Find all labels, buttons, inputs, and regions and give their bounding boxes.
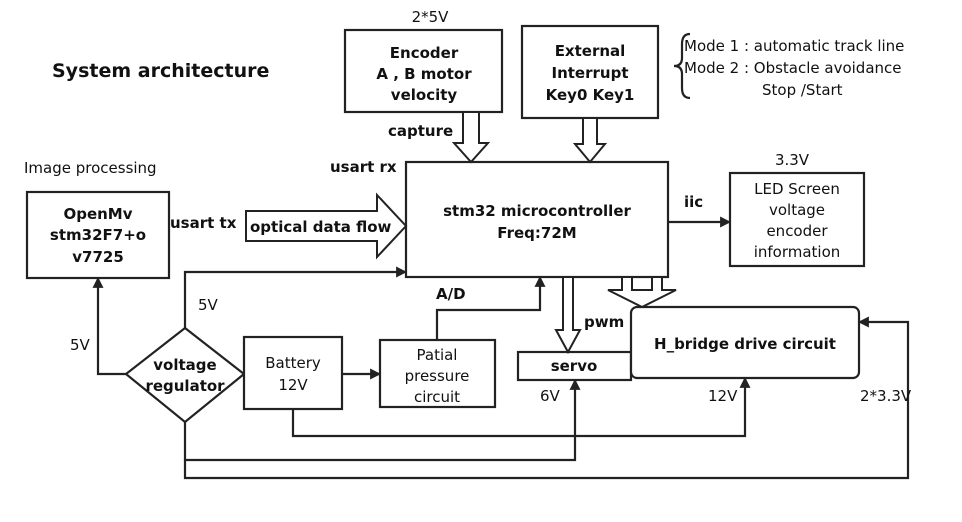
interrupt-line-2: Interrupt — [552, 64, 629, 82]
servo-node: servo — [516, 350, 633, 382]
openmv-line-3: v7725 — [72, 248, 124, 266]
mode-1-text: Mode 1 : automatic track line — [684, 37, 904, 55]
pressure-line-3: circuit — [414, 388, 460, 406]
mcu-to-hbridge-arrow — [607, 276, 677, 309]
regulator-to-hbridge-connector — [183, 316, 910, 480]
mcu-line-1: stm32 microcontroller — [443, 202, 631, 220]
pressure-line-1: Patial — [417, 346, 458, 364]
interrupt-arrow — [572, 117, 608, 164]
5v-left-label: 5V — [70, 336, 91, 354]
encoder-line-1: Encoder — [390, 44, 459, 62]
regulator-to-servo-connector — [183, 378, 581, 462]
led-screen-node: LED Screen voltage encoder information — [728, 171, 866, 268]
interrupt-line-1: External — [555, 42, 626, 60]
usart-rx-label: usart rx — [330, 158, 397, 176]
pwm-arrow — [554, 276, 582, 355]
voltage-regulator-node: voltage regulator — [124, 326, 246, 424]
regulator-to-mcu-connector — [183, 266, 408, 328]
capture-label: capture — [388, 122, 453, 140]
mode-brace — [673, 32, 691, 100]
regulator-to-openmv-connector — [92, 276, 126, 376]
interrupt-line-3: Key0 Key1 — [546, 86, 635, 104]
optical-data-flow-label: optical data flow — [250, 218, 392, 236]
encoder-line-2: A , B motor — [376, 65, 472, 83]
battery-to-hbridge-connector — [291, 376, 751, 438]
hbridge-label: H_bridge drive circuit — [654, 335, 836, 353]
stop-start-text: Stop /Start — [762, 81, 843, 99]
pressure-ad-connector — [435, 275, 546, 340]
regulator-line-2: regulator — [145, 377, 225, 395]
optical-data-flow-arrow — [245, 192, 408, 260]
pressure-line-2: pressure — [405, 367, 470, 385]
encoder-voltage-label: 2*5V — [412, 8, 450, 26]
mode-2-text: Mode 2 : Obstacle avoidance — [684, 59, 902, 77]
mcu-line-2: Freq:72M — [497, 224, 576, 242]
openmv-node: OpenMv stm32F7+o v7725 — [25, 190, 171, 280]
external-interrupt-node: External Interrupt Key0 Key1 — [520, 24, 660, 120]
image-processing-label: Image processing — [24, 159, 157, 177]
12v-label: 12V — [708, 387, 738, 405]
openmv-line-2: stm32F7+o — [50, 226, 146, 244]
battery-line-1: Battery — [265, 354, 321, 372]
regulator-line-1: voltage — [153, 356, 216, 374]
mcu-node: stm32 microcontroller Freq:72M — [404, 160, 670, 279]
servo-label: servo — [551, 357, 598, 375]
2x3v3-label: 2*3.3V — [860, 387, 912, 405]
encoder-node: Encoder A , B motor velocity — [343, 28, 504, 114]
led-line-1: LED Screen — [754, 180, 840, 198]
iic-label: iic — [684, 193, 703, 211]
diagram-title: System architecture — [52, 60, 269, 82]
led-line-2: voltage — [769, 201, 825, 219]
led-line-3: encoder — [766, 222, 828, 240]
hbridge-node: H_bridge drive circuit — [629, 305, 861, 380]
ad-label: A/D — [436, 285, 466, 303]
encoder-line-3: velocity — [391, 86, 458, 104]
5v-top-label: 5V — [198, 296, 219, 314]
led-line-4: information — [754, 243, 841, 261]
pressure-circuit-node: Patial pressure circuit — [378, 338, 497, 409]
6v-label: 6V — [540, 387, 561, 405]
usart-tx-label: usart tx — [170, 214, 237, 232]
led-voltage-label: 3.3V — [775, 151, 810, 169]
battery-node: Battery 12V — [242, 335, 344, 411]
encoder-capture-arrow — [451, 111, 491, 164]
pwm-label: pwm — [584, 313, 624, 331]
battery-line-2: 12V — [278, 376, 308, 394]
openmv-line-1: OpenMv — [63, 205, 132, 223]
